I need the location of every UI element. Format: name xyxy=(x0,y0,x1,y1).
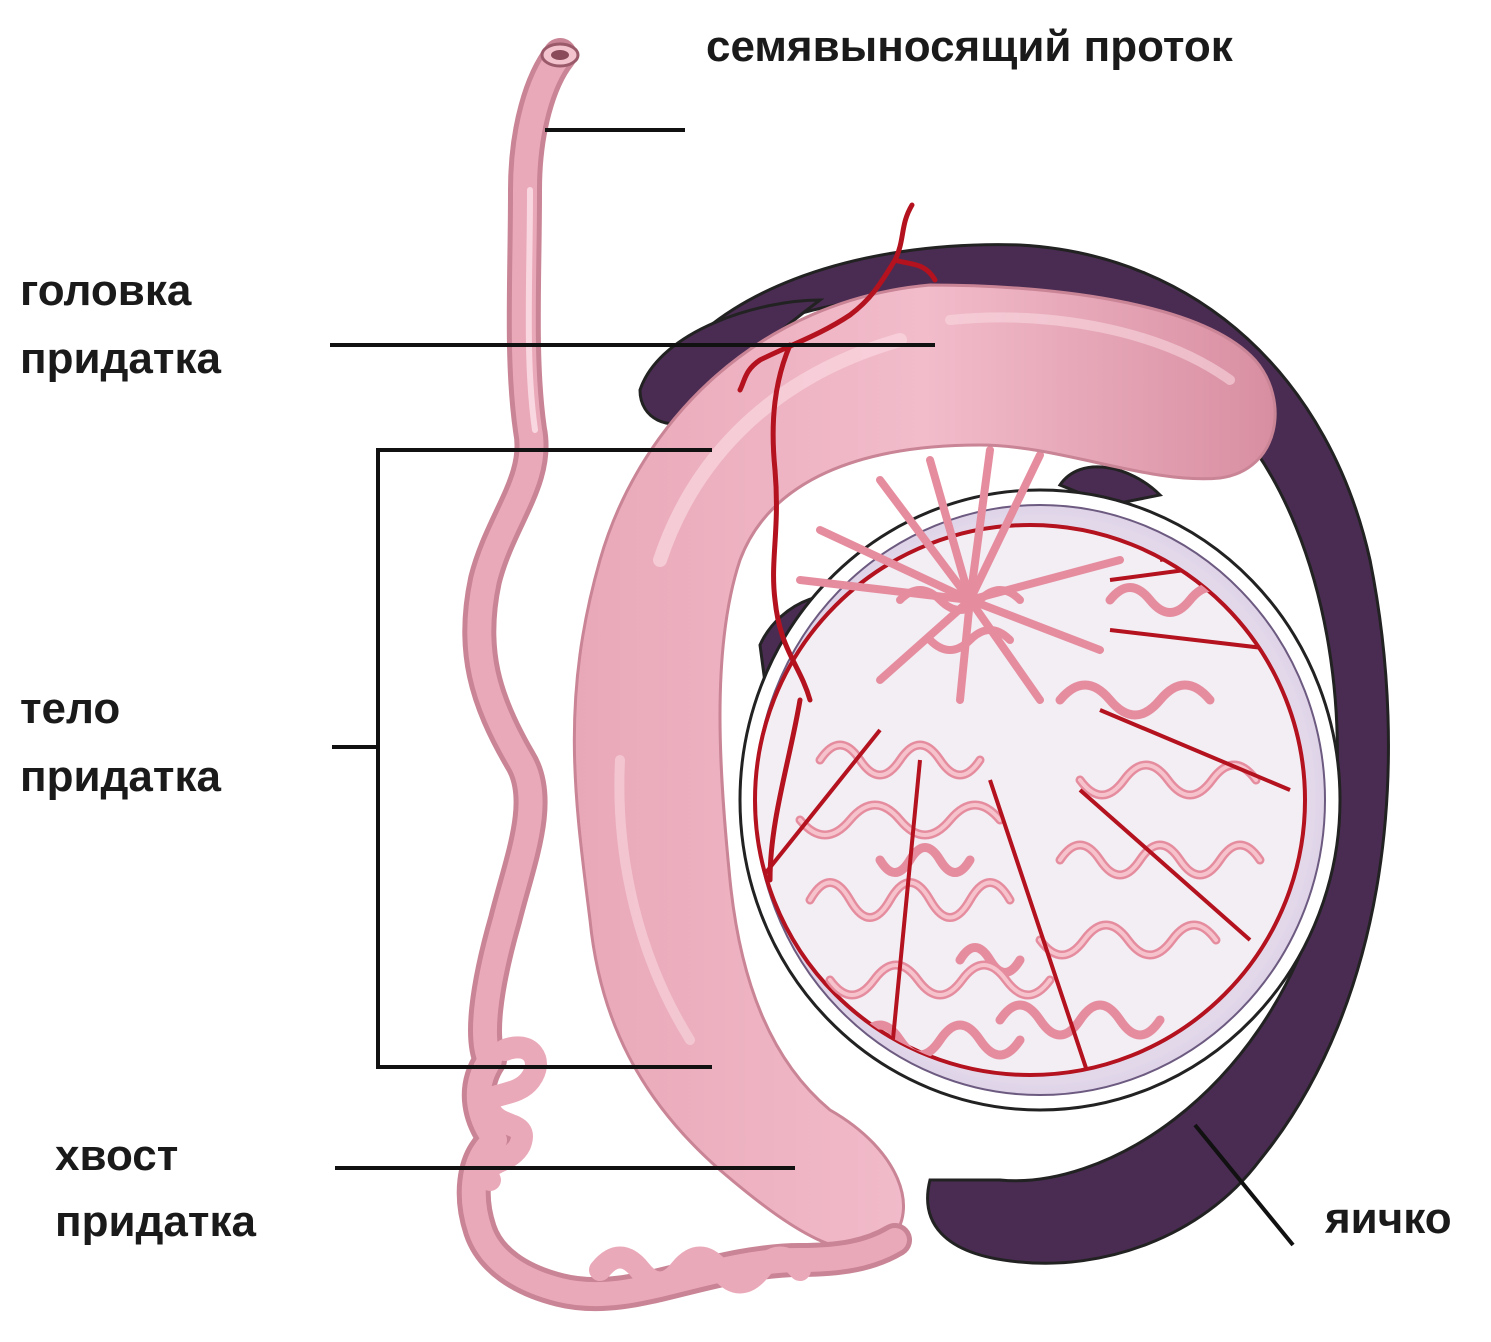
label-body-line-1: тело xyxy=(20,680,221,738)
label-vas-deferens-text: семявыносящий проток xyxy=(706,18,1233,76)
label-body-line-2: придатка xyxy=(20,748,221,806)
label-tail-line-1: хвост xyxy=(55,1127,256,1185)
label-vas-deferens: семявыносящий проток xyxy=(706,18,1233,76)
label-body: тело придатка xyxy=(20,680,221,806)
label-tail: хвост придатка xyxy=(55,1127,256,1251)
label-testis: яичко xyxy=(1325,1190,1452,1248)
label-head-line-1: головка xyxy=(20,262,221,320)
label-tail-line-2: придатка xyxy=(55,1193,256,1251)
label-head-line-2: придатка xyxy=(20,330,221,388)
label-testis-text: яичко xyxy=(1325,1190,1452,1248)
label-head: головка придатка xyxy=(20,262,221,388)
